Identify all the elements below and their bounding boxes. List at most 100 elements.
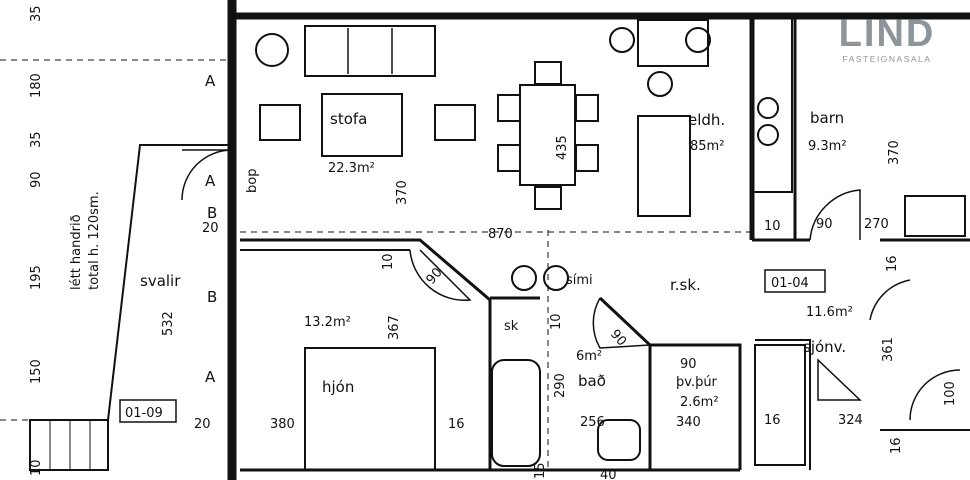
dimension-label: 16 <box>885 255 900 272</box>
bed <box>304 347 436 471</box>
dimension-label: 15 <box>533 462 548 479</box>
dimension-label: 10 <box>549 313 564 330</box>
dimension-label: 290 <box>553 373 568 398</box>
dimension-label: 20 <box>202 221 219 236</box>
door-swing-tv <box>909 369 961 421</box>
door-swing-hall <box>869 279 911 321</box>
dining-table <box>519 84 576 186</box>
dimension-label: 370 <box>887 140 902 165</box>
chair <box>575 144 599 172</box>
table-top <box>637 19 709 67</box>
dimension-label: 340 <box>676 415 701 430</box>
stool <box>647 71 673 97</box>
dimension-label: 90 <box>816 217 833 232</box>
sofa <box>304 25 436 77</box>
room-stofa-area: 22.3m² <box>328 161 375 176</box>
dimension-label: 20 <box>194 417 211 432</box>
apt-code-box <box>764 269 826 293</box>
dimension-label: 380 <box>270 417 295 432</box>
stool <box>609 27 635 53</box>
window-mark: A <box>205 368 216 386</box>
room-rsk-name: r.sk. <box>670 276 701 294</box>
chair <box>497 94 521 122</box>
dimension-label: 16 <box>889 437 904 454</box>
room-eldh-area: 85m² <box>690 139 724 154</box>
brand-logo: LIND FASTEIGNASALA <box>832 14 942 64</box>
corner-triangle <box>817 358 862 401</box>
dimension-label: 324 <box>838 413 863 428</box>
stove-ring <box>757 97 779 119</box>
room-bad-name: bað <box>578 372 606 390</box>
armchair-right <box>434 104 476 141</box>
side-dimension: 195 <box>29 265 44 290</box>
window-mark: B <box>207 204 217 222</box>
door-swing-balcony <box>181 149 233 201</box>
logo-tagline: FASTEIGNASALA <box>842 54 932 64</box>
dimension-label: 40 <box>600 468 617 480</box>
room-bad-area: 6m² <box>576 349 602 364</box>
stove-ring <box>757 124 779 146</box>
chair <box>497 144 521 172</box>
wardrobe <box>904 195 966 237</box>
dimension-label: 256 <box>580 415 605 430</box>
side-dimension: 150 <box>29 359 44 384</box>
side-dimension: 35 <box>29 5 44 22</box>
room-barn-name: barn <box>810 109 844 127</box>
dimension-label: 270 <box>864 217 889 232</box>
stair-lines <box>49 420 91 470</box>
rail-note-line2: total h. 120sm. <box>87 191 102 290</box>
tv-unit <box>754 344 806 466</box>
dimension-label: 10 <box>381 253 396 270</box>
stool <box>685 27 711 53</box>
chair <box>534 186 562 210</box>
wall-laundry <box>650 343 742 470</box>
bathtub <box>491 359 541 467</box>
hall-area: 11.6m² <box>806 305 853 320</box>
apt-code: 01-04 <box>771 276 809 291</box>
dimension-label: 532 <box>161 311 176 336</box>
room-sjonv-name: sjónv. <box>803 338 846 356</box>
dimension-label: 16 <box>764 413 781 428</box>
dimension-label: 100 <box>943 381 958 406</box>
balcony-code: 01-09 <box>125 406 163 421</box>
window-mark: A <box>205 172 216 190</box>
dashed-lines <box>240 230 752 470</box>
side-dimension: 35 <box>29 131 44 148</box>
room-simi-name: sími <box>566 273 593 288</box>
side-dimension: 10 <box>29 459 44 476</box>
room-hjon-area: 13.2m² <box>304 315 351 330</box>
chair <box>575 94 599 122</box>
room-stofa-name: stofa <box>330 110 367 128</box>
logo-name: LIND <box>838 13 936 55</box>
simi-circle <box>543 265 569 291</box>
dimension-label: 10 <box>764 219 781 234</box>
room-barn-area: 9.3m² <box>808 139 847 154</box>
door-swing-bedroom <box>409 249 472 301</box>
simi-circle <box>511 265 537 291</box>
room-svalir-name: svalir <box>140 272 181 290</box>
room-hjon-name: hjón <box>322 378 354 396</box>
dimension-label: 367 <box>387 315 402 340</box>
rail-note-line1: létt handrið <box>69 214 84 290</box>
room-byb-name: þv.þúr <box>676 375 718 390</box>
stair-steps <box>29 419 109 471</box>
coffee-table <box>321 93 403 157</box>
dimension-label: 90 <box>680 357 697 372</box>
dimension-label: 435 <box>555 135 570 160</box>
side-dimension: 180 <box>29 73 44 98</box>
side-dimension: 90 <box>29 171 44 188</box>
dimension-label: 361 <box>881 337 896 362</box>
room-eldh-name: eldh. <box>688 111 725 129</box>
window-mark: B <box>207 288 217 306</box>
sink <box>597 419 641 461</box>
door-swing-barn <box>809 189 861 241</box>
balcony-rail-lines <box>0 59 232 421</box>
sofa-cushions <box>347 28 393 74</box>
room-sk-name: sk <box>504 319 519 334</box>
door-swing-bath <box>592 297 651 349</box>
window-mark: A <box>205 72 216 90</box>
dimension-label: 870 <box>488 227 513 242</box>
kitchen-counter <box>751 15 793 193</box>
dimension-label: 16 <box>448 417 465 432</box>
